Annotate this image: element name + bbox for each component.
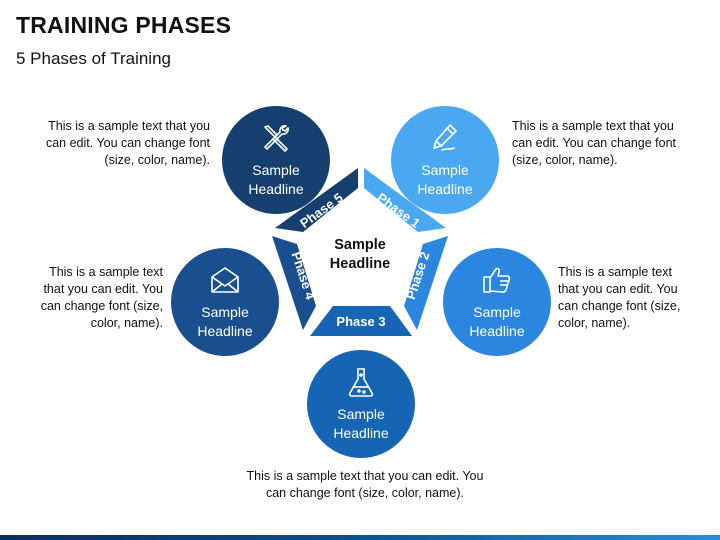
phase-5-segment	[275, 168, 358, 232]
description-text-middle-left: This is a sample text that you can edit.…	[40, 265, 163, 330]
phase-1-segment	[364, 168, 446, 232]
circle-phase-4: Sample Headline	[171, 248, 279, 356]
description-text-top-right: This is a sample text that you can edit.…	[512, 119, 677, 167]
circle-phase-3: Sample Headline	[307, 350, 415, 458]
circle-phase-2: Sample Headline	[443, 248, 551, 356]
circle-headline: Sample Headline	[333, 406, 389, 441]
phase-4-segment	[272, 236, 316, 330]
envelope-icon	[211, 267, 239, 293]
circle-phase-1: Sample Headline	[391, 106, 499, 214]
page-subtitle: 5 Phases of Training	[16, 49, 171, 68]
pen-icon	[433, 124, 457, 151]
description-text-top-left: This is a sample text that you can edit.…	[45, 119, 210, 167]
phase-3-segment	[310, 306, 412, 336]
thumbs-up-icon	[483, 267, 511, 293]
circle-headline: Sample Headline	[197, 304, 253, 339]
description-text-bottom: This is a sample text that you can edit.…	[246, 469, 484, 500]
circle-headline: Sample Headline	[469, 304, 525, 339]
circle-headline: Sample Headline	[248, 162, 304, 197]
circle-phase-5: Sample Headline	[222, 106, 330, 214]
tools-icon	[264, 125, 289, 152]
footer-bar	[0, 535, 720, 540]
phase-2-segment	[404, 236, 448, 330]
description-text-middle-right: This is a sample text that you can edit.…	[558, 265, 681, 330]
phase-3-label: Phase 3	[336, 314, 385, 329]
page-title: TRAINING PHASES	[16, 12, 232, 38]
center-headline: Sample Headline	[329, 237, 391, 272]
flask-icon	[348, 368, 374, 397]
circle-headline: Sample Headline	[417, 162, 473, 197]
